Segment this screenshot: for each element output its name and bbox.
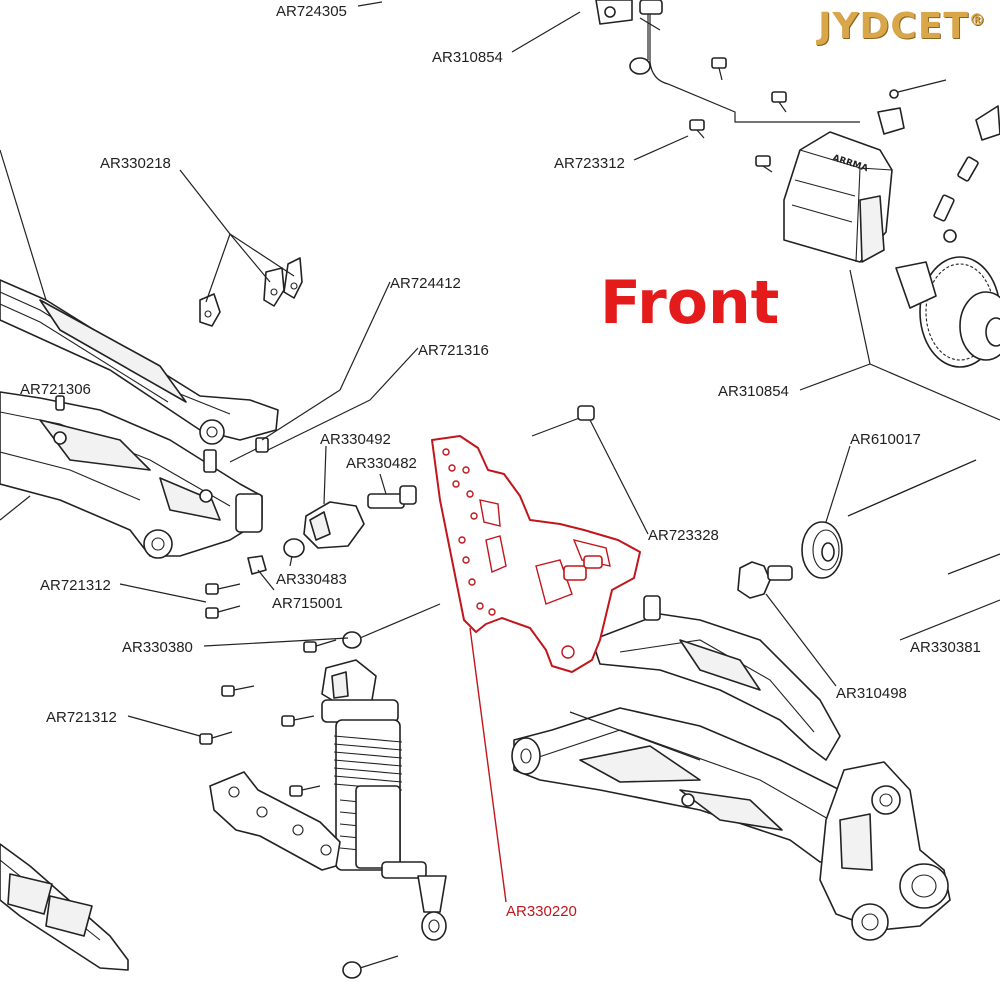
rear-body-mount (209, 771, 341, 871)
hardware-screws-mid (199, 405, 595, 979)
rear-hub-carrier (819, 761, 951, 941)
shock-tower-highlighted (431, 435, 641, 673)
small-parts-left (199, 257, 303, 473)
label-ar721312-a: AR721312 (40, 577, 111, 594)
part-labels: AR724305 AR310854 AR723312 AR330218 AR72… (20, 3, 981, 920)
label-ar721306: AR721306 (20, 381, 91, 398)
leader-lines (0, 1, 1000, 903)
watermark-text: JYDCET (818, 6, 969, 47)
sway-bar-assembly (595, 0, 860, 123)
label-ar310854-right: AR310854 (718, 383, 789, 400)
label-ar610017: AR610017 (850, 431, 921, 448)
label-ar330220: AR330220 (506, 903, 577, 920)
shock-absorber (321, 659, 447, 941)
label-ar330380: AR330380 (122, 639, 193, 656)
label-ar723312: AR723312 (554, 155, 625, 172)
differential-case: ARRMA (783, 131, 893, 263)
bearing-part (801, 521, 843, 579)
label-ar724412: AR724412 (390, 275, 461, 292)
pinion-gear (737, 561, 793, 599)
front-direction-label: Front (600, 268, 780, 338)
shock-mount-parts (247, 485, 417, 575)
label-ar330483: AR330483 (276, 571, 347, 588)
label-ar310498: AR310498 (836, 685, 907, 702)
ring-gear-diff (895, 256, 1000, 368)
label-ar723328: AR723328 (648, 527, 719, 544)
label-ar721312-b: AR721312 (46, 709, 117, 726)
lower-control-arm (511, 707, 861, 863)
chassis-plate-left (0, 843, 129, 971)
axle-pins-right (847, 459, 1000, 575)
watermark-logo: JYDCET® (818, 6, 986, 47)
label-ar330218: AR330218 (100, 155, 171, 172)
label-ar721316: AR721316 (418, 342, 489, 359)
small-screws-top (689, 57, 1000, 243)
upper-arm-left (0, 279, 279, 445)
upper-control-arm (591, 595, 841, 761)
label-ar330381: AR330381 (910, 639, 981, 656)
label-ar724305: AR724305 (276, 3, 347, 20)
label-ar330482: AR330482 (346, 455, 417, 472)
label-ar330492: AR330492 (320, 431, 391, 448)
lower-hub-left (0, 391, 263, 559)
label-ar310854-top: AR310854 (432, 49, 503, 66)
label-ar715001: AR715001 (272, 595, 343, 612)
watermark-registered-mark: ® (969, 10, 986, 29)
